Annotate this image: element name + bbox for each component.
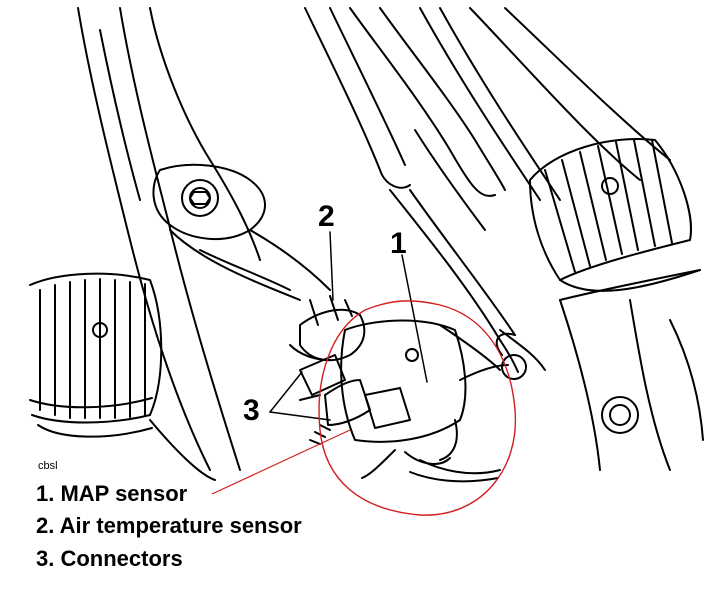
wiring-harness	[361, 449, 501, 483]
right-cover	[559, 269, 704, 471]
left-intake-runner	[29, 272, 216, 481]
left-bracket-arm	[77, 7, 261, 471]
map-sensor-bracket	[495, 329, 546, 380]
legend-item-connectors: 3. Connectors	[36, 546, 183, 571]
bolt-head	[181, 179, 219, 217]
callout-2: 2	[318, 200, 335, 233]
legend-item-map-sensor: 1. MAP sensor	[36, 481, 188, 506]
legend-item-air-temperature-sensor: 2. Air temperature sensor	[36, 513, 302, 538]
red-annotation	[211, 300, 517, 516]
map-sensor	[340, 319, 509, 465]
callout-leaders	[269, 231, 428, 421]
mounting-bracket	[152, 163, 331, 301]
callout-1: 1	[390, 227, 407, 260]
credit-label: cbsl	[38, 460, 58, 472]
air-temperature-sensor	[289, 295, 366, 362]
sensor-connectors	[299, 354, 411, 445]
upper-hose	[304, 7, 506, 231]
right-intake-runner	[529, 138, 701, 292]
callout-3: 3	[243, 394, 260, 427]
